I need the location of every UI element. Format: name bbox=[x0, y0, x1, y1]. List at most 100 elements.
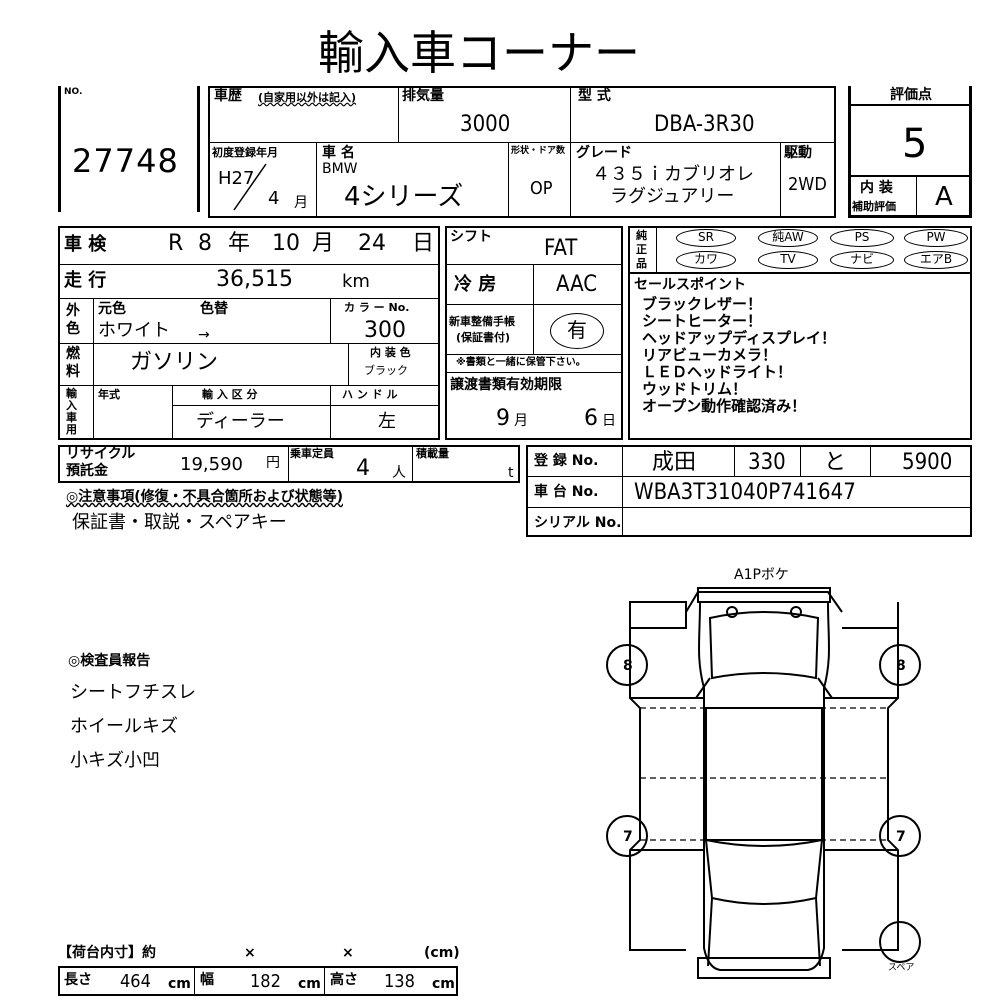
cargo-table bbox=[58, 966, 458, 996]
cargo-width-unit: cm bbox=[298, 976, 321, 992]
car-name-value: 4シリーズ bbox=[344, 182, 464, 212]
option-sr: SR bbox=[676, 229, 736, 247]
interior-score-label2: 補助評価 bbox=[852, 200, 896, 213]
displacement-value: 3000 bbox=[460, 112, 511, 137]
ac-label: 冷 房 bbox=[454, 274, 497, 295]
cargo-unit-label: (cm) bbox=[424, 945, 460, 961]
score-label: 評価点 bbox=[890, 87, 932, 103]
history-label: 車歴 bbox=[214, 88, 242, 104]
option-leather: カワ bbox=[676, 251, 736, 269]
options-table bbox=[628, 226, 972, 274]
load-label: 積載量 bbox=[416, 447, 449, 460]
spec-table bbox=[208, 86, 836, 218]
shaken-day-unit: 日 bbox=[412, 231, 435, 256]
registration-kana: と bbox=[824, 450, 847, 475]
registration-region: 成田 bbox=[652, 450, 697, 475]
option-airbag: エアB bbox=[904, 251, 968, 269]
car-diagram bbox=[606, 587, 921, 979]
recycle-label2: 預託金 bbox=[66, 463, 108, 479]
page-title: 輸入車コーナー bbox=[318, 26, 640, 80]
mileage-value: 36,515 bbox=[216, 267, 293, 292]
registration-class: 330 bbox=[748, 450, 786, 475]
chassis-label: 車 台 No. bbox=[534, 484, 599, 500]
interior-score-value: A bbox=[935, 182, 953, 212]
history-note: (自家用以外は記入) bbox=[258, 91, 357, 104]
lot-label: NO. bbox=[64, 87, 83, 97]
shift-value: FAT bbox=[544, 236, 578, 261]
recycle-table bbox=[58, 445, 520, 483]
tire-front-left: 8 bbox=[623, 658, 633, 674]
option-ps: PS bbox=[830, 229, 894, 247]
import-year-label: 年式 bbox=[98, 388, 120, 401]
first-reg-month: 4 bbox=[268, 188, 280, 209]
grade-line2: ラグジュアリー bbox=[610, 186, 735, 207]
model-code-value: DBA-3R30 bbox=[654, 112, 755, 137]
interior-color-label: 内 装 色 bbox=[370, 346, 411, 359]
service-book-note: ※書類と一緒に保管下さい。 bbox=[456, 357, 586, 368]
option-alloy-wheel: 純AW bbox=[758, 229, 818, 247]
tire-rear-right: 7 bbox=[896, 829, 906, 845]
registration-table bbox=[526, 445, 972, 537]
cargo-length-unit: cm bbox=[168, 976, 191, 992]
fuel-value: ガソリン bbox=[130, 350, 219, 375]
sales-point: ヘッドアップディスプレイ！ bbox=[642, 329, 836, 347]
first-reg-year: H27 bbox=[218, 168, 255, 189]
cargo-height: 138 bbox=[384, 971, 415, 992]
grade-label: グレード bbox=[576, 145, 632, 161]
score-value: 5 bbox=[902, 121, 928, 167]
interior-score-label1: 内 装 bbox=[860, 180, 893, 196]
sales-point: ＬＥＤヘッドライト！ bbox=[642, 363, 793, 381]
shift-label: シフト bbox=[450, 229, 492, 245]
shaken-era: R bbox=[168, 231, 184, 256]
color-orig-label: 元色 bbox=[98, 301, 126, 317]
notes-label: ◎注意事項(修復・不具合箇所および状態等) bbox=[66, 489, 344, 505]
sales-points-label: セールスポイント bbox=[634, 277, 746, 293]
color-arrow: → bbox=[198, 327, 210, 343]
mileage-unit: km bbox=[342, 271, 370, 292]
ac-value: AAC bbox=[556, 272, 598, 297]
recycle-label1: リサイクル bbox=[66, 446, 136, 462]
sales-point: シートヒーター！ bbox=[642, 312, 763, 330]
cargo-label: 【荷台内寸】約 bbox=[58, 945, 156, 961]
fuel-label: 燃料 bbox=[66, 346, 80, 380]
inspector-label: ◎検査員報告 bbox=[68, 653, 151, 669]
vehicle-table bbox=[58, 226, 440, 440]
transfer-day: 6 bbox=[584, 406, 598, 431]
cargo-width-label: 幅 bbox=[200, 972, 214, 988]
displacement-label: 排気量 bbox=[402, 88, 444, 104]
capacity-value: 4 bbox=[356, 456, 370, 481]
inspector-item: ホイールキズ bbox=[70, 716, 178, 737]
car-maker: BMW bbox=[322, 161, 358, 177]
inspector-item: シートフチスレ bbox=[70, 682, 196, 703]
first-reg-month-unit: 月 bbox=[294, 195, 308, 211]
spare-label: スペア bbox=[888, 963, 915, 973]
recycle-value: 19,590 bbox=[180, 454, 243, 475]
shaken-month-unit: 月 bbox=[312, 231, 335, 256]
color-label: 外色 bbox=[66, 303, 80, 337]
handle-label: ハ ン ド ル bbox=[342, 388, 398, 401]
sales-points-box bbox=[628, 274, 972, 440]
lot-box bbox=[58, 86, 200, 212]
sales-point: ウッドトリム！ bbox=[642, 380, 748, 398]
cargo-length-label: 長さ bbox=[64, 972, 92, 988]
cargo-length: 464 bbox=[120, 971, 151, 992]
cargo-height-label: 高さ bbox=[330, 972, 358, 988]
shaken-year-unit: 年 bbox=[228, 231, 251, 256]
first-reg-label: 初度登録年月 bbox=[212, 146, 278, 159]
option-tv: TV bbox=[758, 251, 818, 269]
color-code-label: カ ラ ー No. bbox=[344, 301, 410, 314]
handle-value: 左 bbox=[378, 411, 396, 432]
diagram-top-note: A1Pボケ bbox=[734, 567, 789, 583]
cargo-height-unit: cm bbox=[432, 976, 455, 992]
service-book-label2: (保証書付) bbox=[456, 331, 511, 344]
import-type: ディーラー bbox=[196, 411, 285, 432]
option-pw: PW bbox=[904, 229, 968, 247]
sales-point: リアビューカメラ！ bbox=[642, 346, 778, 364]
capacity-unit: 人 bbox=[392, 465, 406, 481]
tire-rear-left: 7 bbox=[623, 829, 633, 845]
transfer-month: 9 bbox=[496, 406, 510, 431]
sales-point: オープン動作確認済み！ bbox=[642, 397, 807, 415]
grade-line1: ４３５ｉカブリオレ bbox=[592, 164, 754, 185]
body-doors-label: 形状・ドア数 bbox=[511, 146, 566, 156]
color-value: ホワイト bbox=[98, 320, 170, 341]
